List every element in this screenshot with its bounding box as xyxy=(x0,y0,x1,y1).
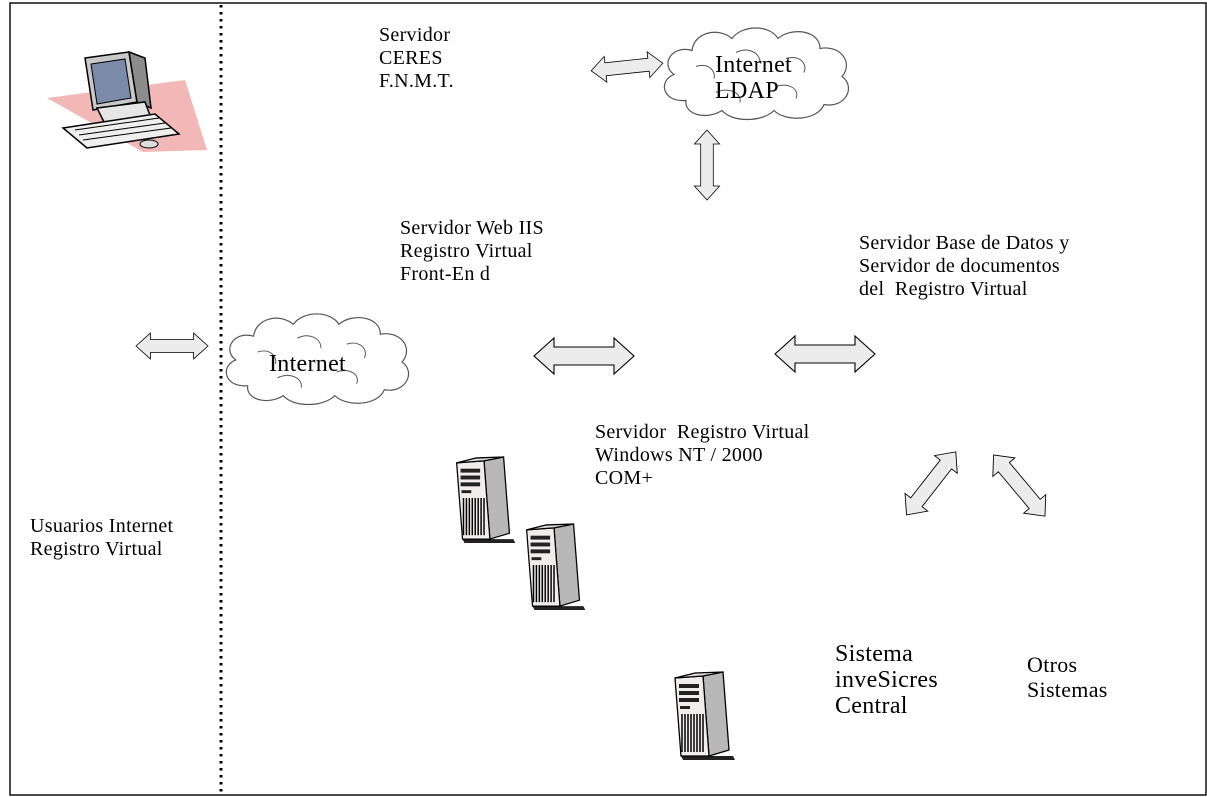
internet-label: Internet xyxy=(269,351,347,377)
server-tower-icon xyxy=(455,456,517,544)
server-tower-icon xyxy=(674,671,736,761)
web-server-label: Servidor Web IIS Registro Virtual Front-… xyxy=(400,217,544,285)
diagram-frame xyxy=(9,2,1207,796)
double-arrow-icon xyxy=(589,49,665,85)
double-arrow-icon xyxy=(894,442,968,525)
db-server-label: Servidor Base de Datos y Servidor de doc… xyxy=(859,232,1070,300)
internet-ldap-label: Internet LDAP xyxy=(715,52,793,104)
registro-server-label: Servidor Registro Virtual Windows NT / 2… xyxy=(595,421,810,489)
double-arrow-icon xyxy=(135,332,209,360)
ceres-server-label: Servidor CERES F.N.M.T. xyxy=(379,24,454,92)
double-arrow-icon xyxy=(982,445,1057,526)
server-tower-icon xyxy=(525,523,587,611)
invesicres-label: Sistema inveSicres Central xyxy=(835,641,938,719)
internet-users-label: Usuarios Internet Registro Virtual xyxy=(30,515,174,560)
client-computer-icon xyxy=(47,50,207,152)
double-arrow-icon xyxy=(533,337,635,375)
double-arrow-icon xyxy=(693,129,721,201)
double-arrow-icon xyxy=(774,335,876,373)
otros-sistemas-label: Otros Sistemas xyxy=(1027,652,1108,702)
